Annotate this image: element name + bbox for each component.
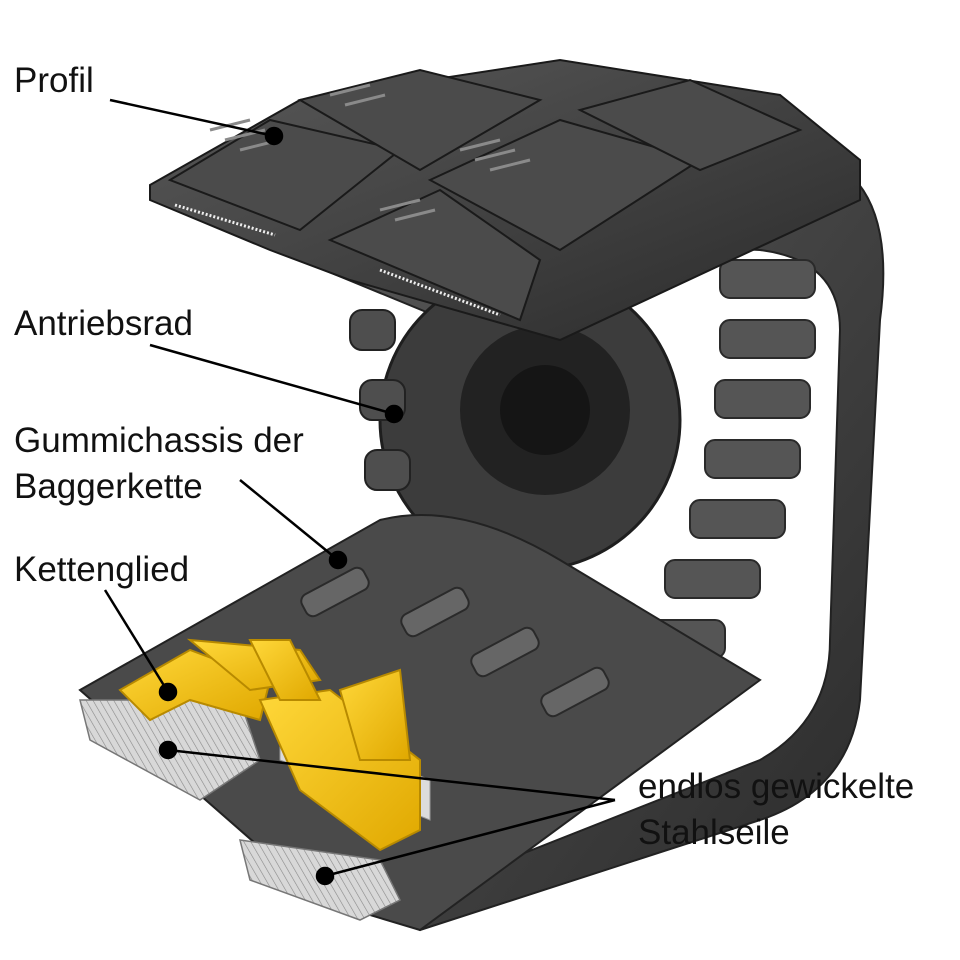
- tread-cable-edges: [174, 203, 501, 317]
- track-bed: [78, 514, 762, 932]
- callouts: [103, 98, 616, 886]
- drive-sprocket: [349, 268, 682, 611]
- label-gummichassis-line1: Gummichassis der: [14, 421, 304, 460]
- label-kettenglied: Kettenglied: [14, 550, 190, 589]
- label-profil: Profil: [14, 61, 94, 100]
- bed-lugs: [300, 566, 610, 718]
- label-gummichassis-line2: Baggerkette: [14, 467, 203, 506]
- label-stahlseile-line2: Stahlseile: [638, 813, 790, 852]
- label-stahlseile-line1: endlos gewickelte: [638, 767, 915, 806]
- label-antriebsrad: Antriebsrad: [14, 304, 193, 343]
- tread-blocks: [167, 68, 803, 322]
